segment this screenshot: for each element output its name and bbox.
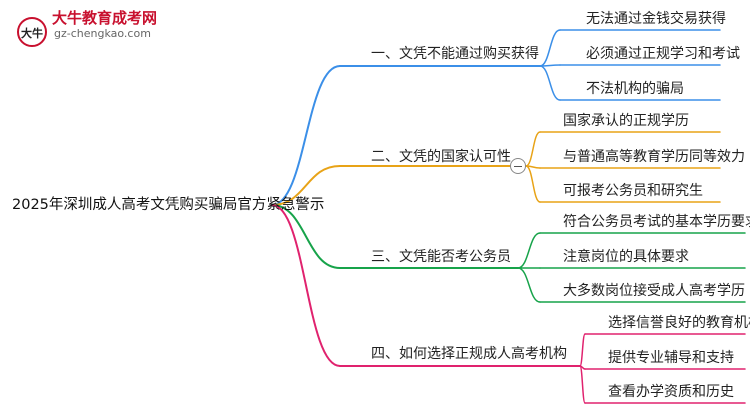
leaf-1-3-connector	[539, 65, 561, 101]
logo-icon: 大牛	[17, 17, 47, 47]
leaf-2-1-connector	[525, 131, 541, 167]
brand-logo: 大牛	[16, 16, 48, 48]
leaf-1-3: 不法机构的骗局	[586, 81, 684, 97]
logo-text: 大牛	[21, 26, 43, 40]
leaf-2-3-connector	[525, 165, 541, 203]
branch-4-connector	[271, 204, 341, 367]
branch-label-2: 二、文凭的国家认可性	[371, 149, 511, 165]
leaf-1-1: 无法通过金钱交易获得	[586, 11, 726, 27]
branch-label-4: 四、如何选择正规成人高考机构	[371, 346, 567, 362]
leaf-4-1-connector	[579, 333, 586, 367]
leaf-2-3: 可报考公务员和研究生	[563, 183, 703, 199]
leaf-2-1: 国家承认的正规学历	[563, 113, 689, 129]
leaf-3-1: 符合公务员考试的基本学历要求	[563, 214, 750, 230]
mindmap-root: 2025年深圳成人高考文凭购买骗局官方紧急警示	[12, 197, 325, 213]
leaf-3-1-connector	[517, 232, 541, 269]
leaf-3-3: 大多数岗位接受成人高考学历	[563, 283, 745, 299]
leaf-2-2: 与普通高等教育学历同等效力	[563, 149, 745, 165]
brand-url: gz-chengkao.com	[54, 27, 151, 40]
branch-2-collapse-button[interactable]	[510, 158, 526, 174]
leaf-1-1-connector	[539, 29, 561, 67]
leaf-4-3: 查看办学资质和历史	[608, 384, 734, 400]
leaf-3-2: 注意岗位的具体要求	[563, 249, 689, 265]
branch-1-connector	[271, 65, 341, 206]
branch-label-1: 一、文凭不能通过购买获得	[371, 46, 539, 62]
leaf-4-1: 选择信誉良好的教育机构	[608, 315, 750, 331]
branch-2-connector	[271, 165, 341, 206]
branch-label-3: 三、文凭能否考公务员	[371, 249, 511, 265]
leaf-3-3-connector	[517, 267, 541, 303]
leaf-4-3-connector	[579, 365, 586, 404]
leaf-4-2: 提供专业辅导和支持	[608, 350, 734, 366]
leaf-1-2: 必须通过正规学习和考试	[586, 46, 740, 62]
brand-name: 大牛教育成考网	[52, 9, 158, 27]
branch-3-connector	[271, 204, 341, 269]
